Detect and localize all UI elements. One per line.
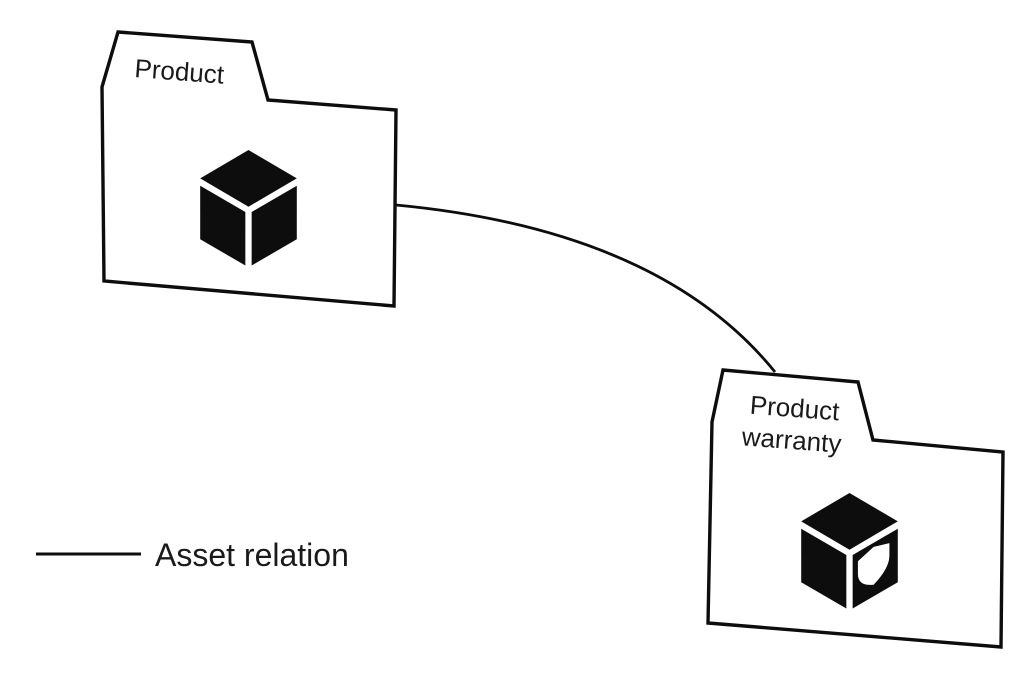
folder-label-product-warranty-line1: Product bbox=[749, 390, 841, 427]
edge-asset-relation bbox=[395, 203, 777, 373]
folder-node-product-warranty[interactable]: Product warranty bbox=[706, 368, 1005, 649]
legend-label: Asset relation bbox=[155, 537, 349, 573]
shield-icon bbox=[857, 543, 890, 585]
cube-left-face bbox=[200, 185, 246, 266]
cube-right-face bbox=[251, 185, 297, 266]
folder-label-product: Product bbox=[134, 53, 226, 90]
legend: Asset relation bbox=[36, 537, 349, 573]
cube-left-face bbox=[801, 528, 847, 609]
cube-icon bbox=[200, 150, 297, 266]
folder-node-product[interactable]: Product bbox=[100, 30, 398, 308]
cube-top-face bbox=[200, 150, 297, 207]
